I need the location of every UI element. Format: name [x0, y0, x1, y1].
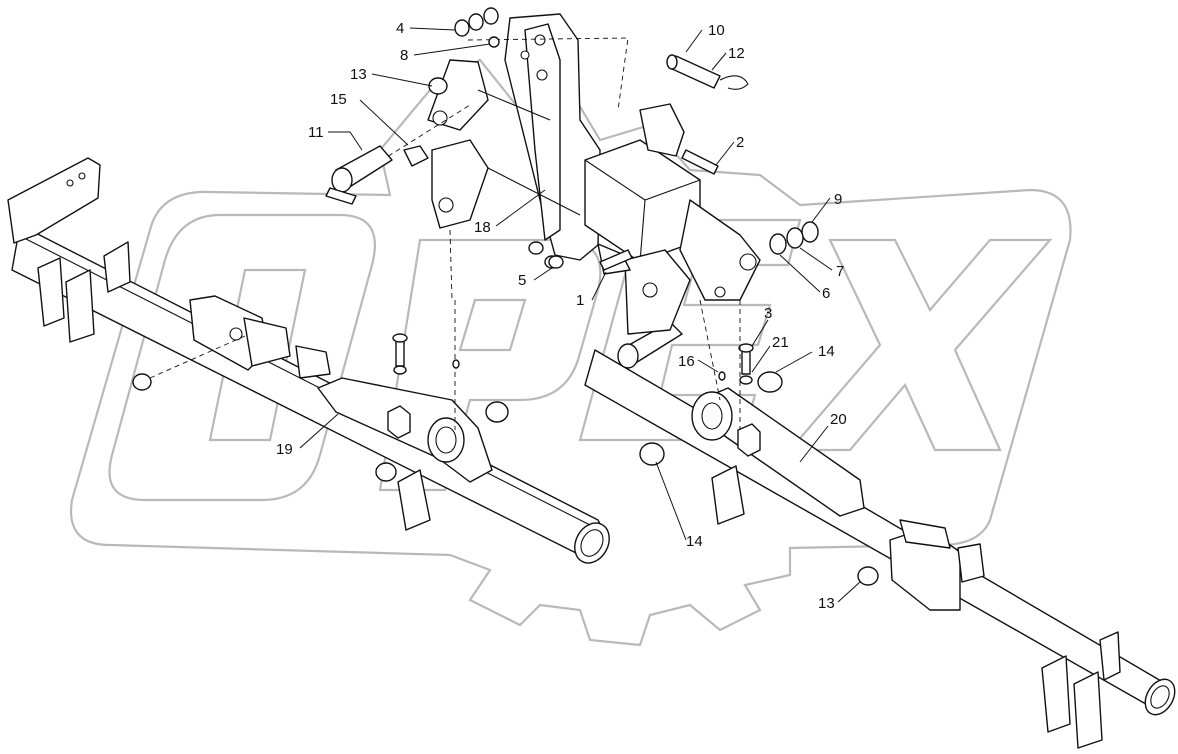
callout-10: 10	[708, 22, 725, 39]
callout-13: 13	[350, 66, 367, 83]
callout-7: 7	[836, 263, 844, 280]
callout-14-upper: 14	[818, 343, 835, 360]
callout-16: 16	[678, 353, 695, 370]
bolt-2	[681, 149, 719, 175]
callout-18: 18	[474, 219, 491, 236]
callout-14-lower: 14	[686, 533, 703, 550]
washer-4b	[468, 13, 484, 31]
callout-15: 15	[330, 91, 347, 108]
callout-6: 6	[822, 285, 830, 302]
bushing-14-right	[639, 442, 665, 466]
callout-4: 4	[396, 20, 404, 37]
callout-8: 8	[400, 47, 408, 64]
callout-labels: 4 8 13 15 11 10 12 2 9 7 6 18 5 1 3 21 1…	[276, 20, 847, 612]
washer-4a	[454, 19, 470, 37]
callout-13-lower: 13	[818, 595, 835, 612]
washer-9	[801, 221, 819, 243]
callout-21: 21	[772, 334, 789, 351]
right-lug-b	[1073, 671, 1103, 749]
leader-lines	[299, 27, 861, 603]
callout-12: 12	[728, 45, 745, 62]
left-end-plate	[7, 157, 101, 244]
watermark-logo	[69, 58, 1072, 647]
grease-16	[718, 371, 726, 381]
nut-5	[548, 255, 564, 269]
bushing-21	[757, 371, 783, 393]
bushing-13-top	[428, 77, 448, 95]
washer-6	[769, 233, 787, 255]
callout-11: 11	[308, 124, 324, 141]
lynch-pin-12	[719, 75, 749, 90]
callout-19: 19	[276, 441, 293, 458]
left-toolbar-tube	[11, 224, 610, 564]
bushing-13-right	[857, 566, 879, 586]
hitch-frame	[427, 13, 761, 335]
bushing-15	[403, 145, 429, 167]
left-lug-c	[103, 241, 131, 293]
right-lug-c	[1099, 631, 1121, 681]
callout-2: 2	[736, 134, 744, 151]
washer-4c	[483, 7, 499, 25]
callout-1: 1	[576, 292, 584, 309]
callout-9: 9	[834, 191, 842, 208]
bushing-left	[132, 373, 152, 391]
watermark-letter-o	[108, 213, 376, 502]
bushing-19	[485, 401, 509, 423]
washer-7	[786, 227, 804, 249]
callout-3: 3	[764, 305, 772, 322]
left-lug-b	[65, 269, 95, 343]
right-lug-a	[1041, 655, 1071, 733]
watermark-gear-outline	[69, 58, 1072, 647]
right-toolbar-tube	[584, 349, 1176, 716]
nut-8	[488, 36, 500, 48]
callout-5: 5	[518, 272, 526, 289]
left-lug-a	[37, 257, 65, 327]
bolt-1	[599, 249, 633, 271]
callout-20: 20	[830, 411, 847, 428]
